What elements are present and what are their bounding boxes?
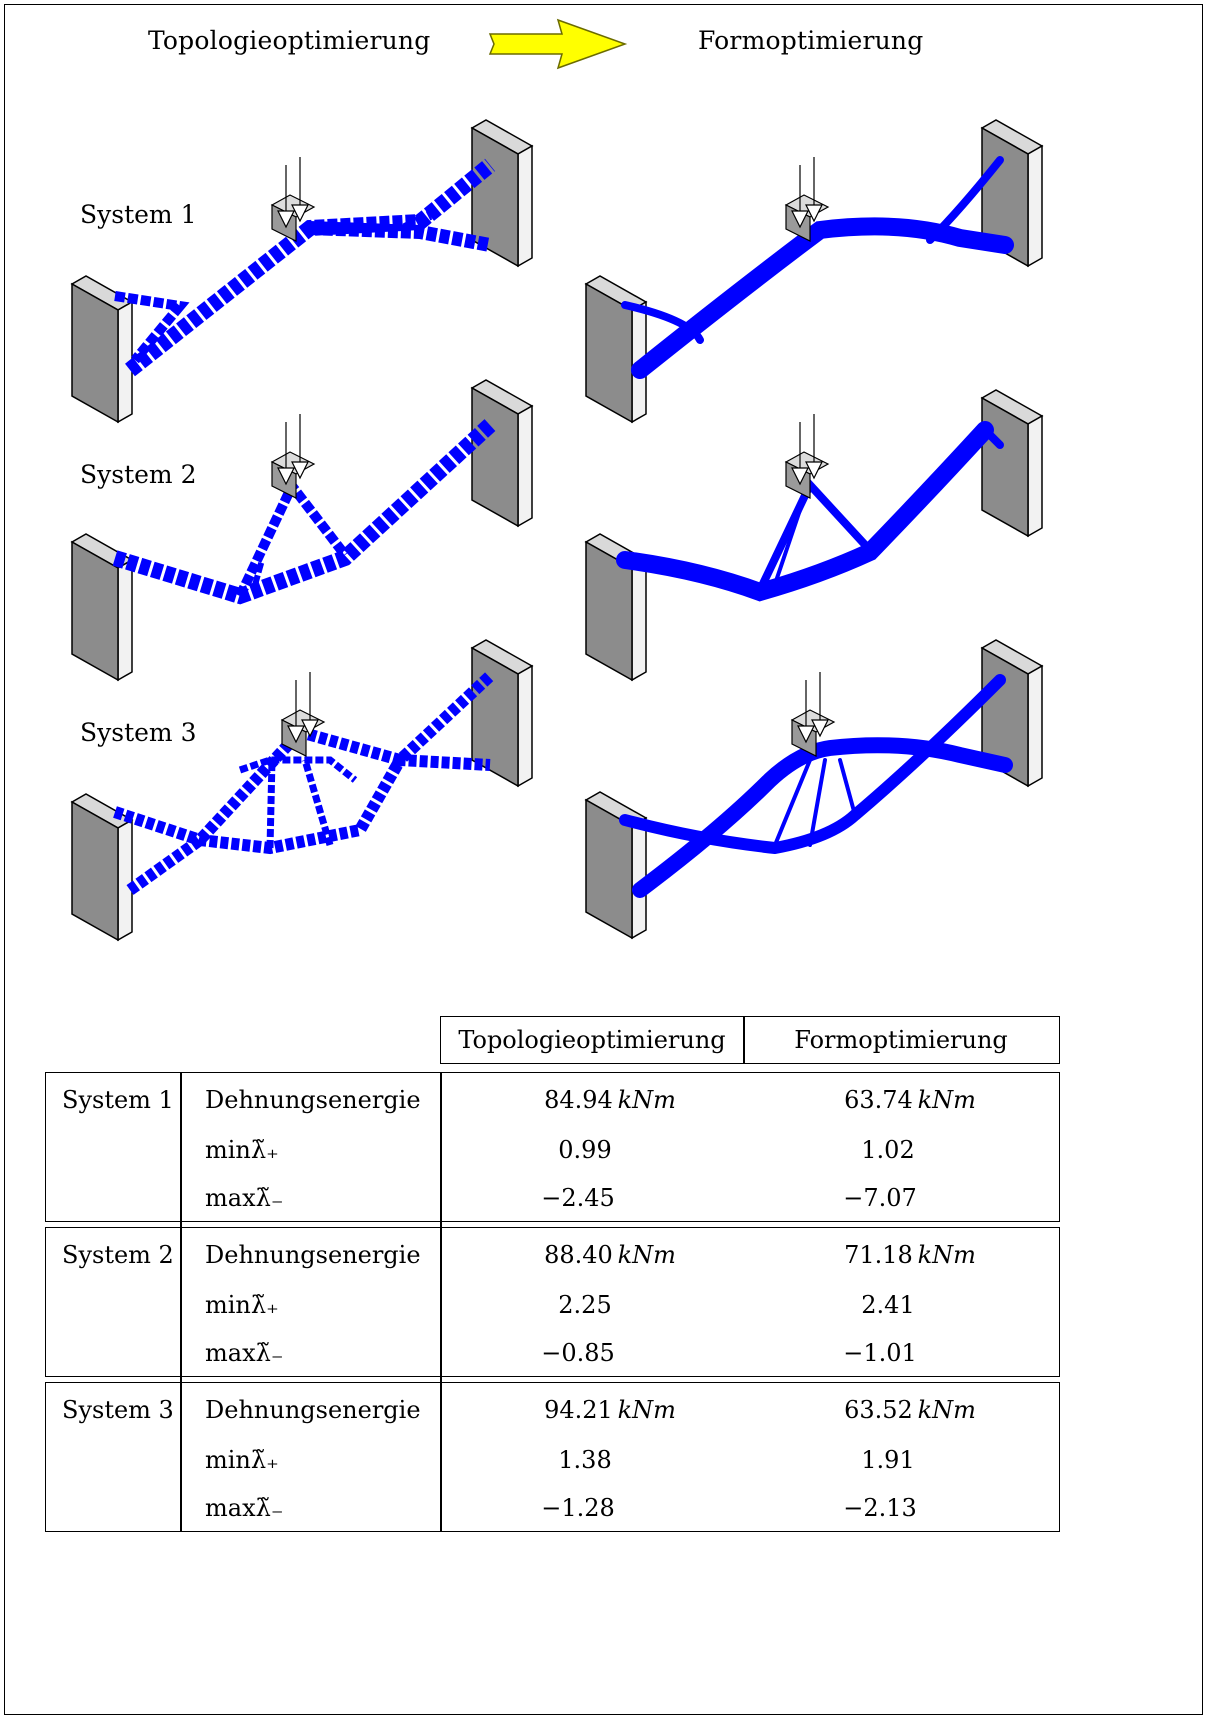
table-group-1: [45, 1072, 1060, 1222]
table-divider: [440, 1072, 442, 1532]
table-cell: −7.07: [843, 1184, 917, 1212]
header-shape: Formoptimierung: [698, 26, 924, 55]
table-divider: [180, 1072, 182, 1532]
system2-topology-figure: [71, 379, 533, 681]
table-row-label-max: maxλ̃₋: [205, 1339, 284, 1367]
table-cell: 88.40 kNm: [544, 1241, 676, 1269]
table-cell: 94.21 kNm: [544, 1396, 676, 1424]
table-system-label: System 1: [62, 1086, 174, 1114]
table-row-label-max: maxλ̃₋: [205, 1184, 284, 1212]
structure-figures: [71, 18, 1043, 941]
table-cell: 63.74 kNm: [844, 1086, 976, 1114]
table-cell: 0.99: [558, 1136, 612, 1164]
table-row-label-max: maxλ̃₋: [205, 1494, 284, 1522]
table-cell: 1.38: [558, 1446, 612, 1474]
table-cell: −0.85: [541, 1339, 615, 1367]
system1-shape-figure: [585, 119, 1043, 423]
system-label-1: System 1: [80, 200, 197, 229]
table-row-label-energy: Dehnungsenergie: [205, 1241, 421, 1269]
table-cell: −2.45: [541, 1184, 615, 1212]
table-col-header-topology: Topologieoptimierung: [458, 1026, 726, 1054]
table-row-label-min: minλ̃₊: [205, 1136, 279, 1164]
table-cell: −1.28: [541, 1494, 615, 1522]
table-cell: 2.41: [861, 1291, 915, 1319]
table-divider: [743, 1016, 745, 1064]
table-cell: −1.01: [843, 1339, 917, 1367]
system2-shape-figure: [585, 389, 1043, 681]
system3-topology-figure: [71, 639, 533, 941]
figure-frame: [4, 4, 1203, 1715]
table-cell: 84.94 kNm: [544, 1086, 676, 1114]
arrow-icon: [488, 18, 628, 70]
table-cell: 63.52 kNm: [844, 1396, 976, 1424]
system-label-3: System 3: [80, 718, 197, 747]
table-cell: 1.91: [861, 1446, 915, 1474]
table-system-label: System 2: [62, 1241, 174, 1269]
table-col-header-shape: Formoptimierung: [794, 1026, 1008, 1054]
header-topology: Topologieoptimierung: [148, 26, 431, 55]
table-cell: 2.25: [558, 1291, 612, 1319]
table-group-2: [45, 1227, 1060, 1377]
system-label-2: System 2: [80, 460, 197, 489]
table-header-box: [440, 1016, 1060, 1064]
table-row-label-min: minλ̃₊: [205, 1446, 279, 1474]
table-row-label-energy: Dehnungsenergie: [205, 1086, 421, 1114]
table-system-label: System 3: [62, 1396, 174, 1424]
table-cell: 1.02: [861, 1136, 915, 1164]
table-group-3: [45, 1382, 1060, 1532]
table-cell: 71.18 kNm: [844, 1241, 976, 1269]
table-cell: −2.13: [843, 1494, 917, 1522]
table-row-label-energy: Dehnungsenergie: [205, 1396, 421, 1424]
table-row-label-min: minλ̃₊: [205, 1291, 279, 1319]
system1-topology-figure: [71, 119, 533, 423]
system3-shape-figure: [585, 639, 1043, 939]
